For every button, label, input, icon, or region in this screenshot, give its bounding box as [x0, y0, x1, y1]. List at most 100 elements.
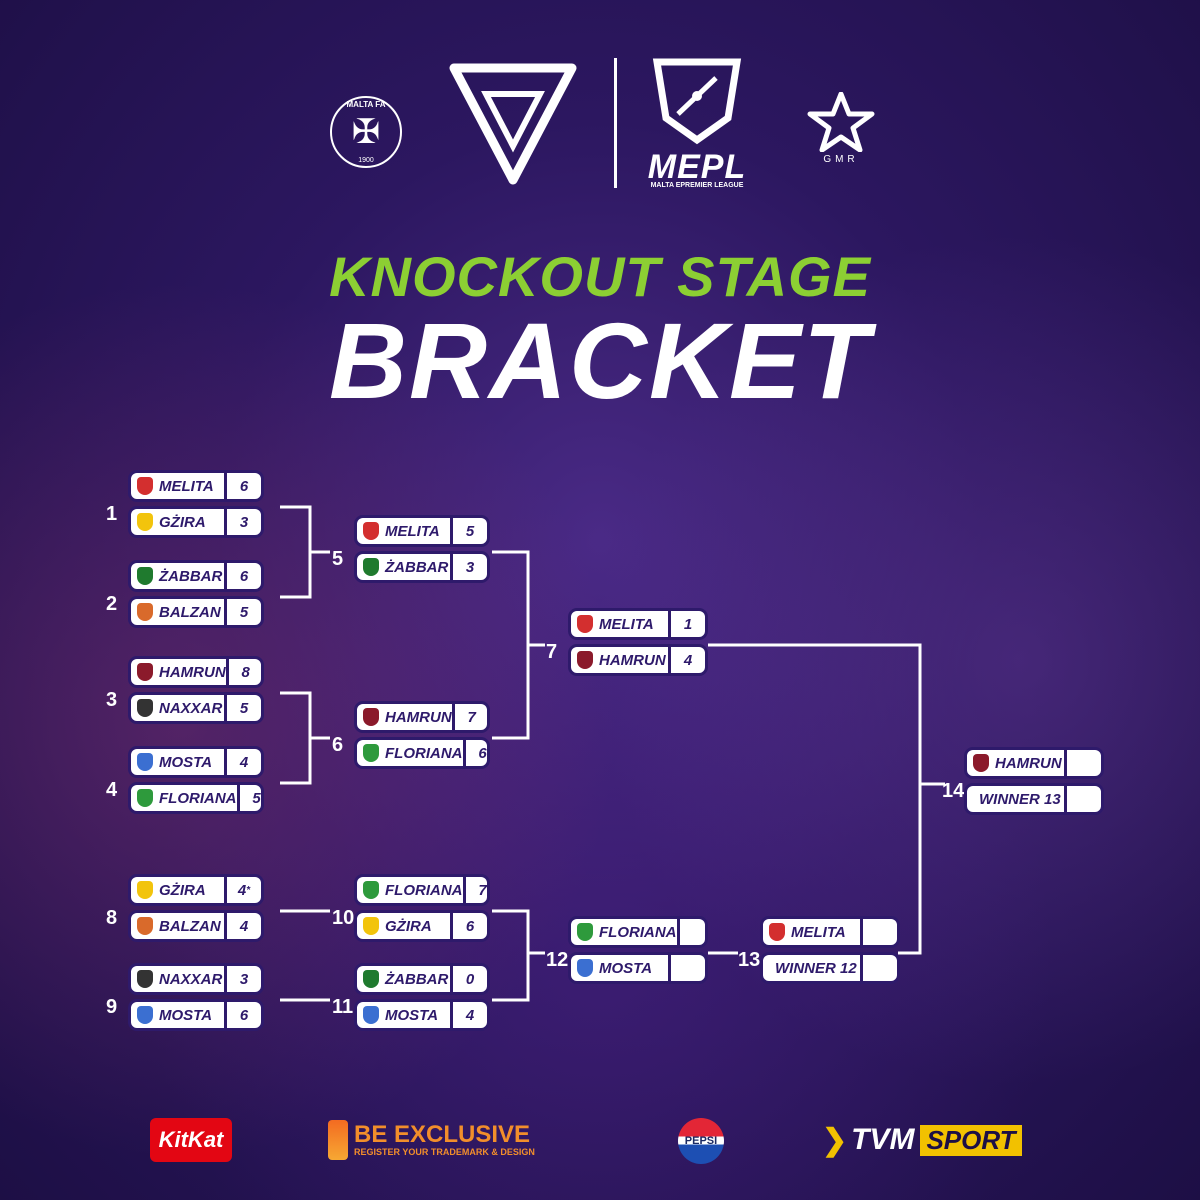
team-name: WINNER 13 — [979, 790, 1061, 808]
team-score: 6 — [462, 740, 500, 766]
team-crest-icon — [137, 753, 153, 771]
team-name: MELITA — [385, 522, 440, 540]
team-row: MOSTA — [568, 952, 708, 984]
team-crest-icon — [137, 789, 153, 807]
team-score: 0 — [450, 966, 487, 992]
team-name: NAXXAR — [159, 970, 223, 988]
team-score: 5 — [224, 695, 261, 721]
team-name: MOSTA — [159, 753, 213, 771]
gmr-logo: GMR — [806, 91, 876, 168]
mepl-wordmark: MEPL — [647, 148, 747, 186]
mepl-emblem-icon — [652, 58, 742, 145]
team-name: BALZAN — [159, 603, 221, 621]
team-crest-icon — [363, 744, 379, 762]
score-value: 3 — [465, 558, 475, 576]
match-number: 13 — [738, 949, 761, 971]
team-score: 6 — [450, 913, 487, 939]
team-row: MELITA 6 — [128, 470, 264, 502]
match-number: 5 — [332, 548, 344, 570]
score-value: 4 — [683, 651, 693, 669]
tvm-text: TVM — [851, 1123, 915, 1156]
team-row: HAMRUN — [964, 747, 1104, 779]
team-crest-icon — [137, 917, 153, 935]
connector-line — [708, 643, 922, 955]
title-knockout-stage: KNOCKOUT STAGE — [329, 245, 871, 308]
team-score: 4 — [668, 647, 705, 673]
team-score — [1064, 750, 1101, 776]
team-crest-icon — [137, 970, 153, 988]
team-score: 4 — [224, 749, 261, 775]
score-value: 6 — [239, 1006, 249, 1024]
maltese-cross-icon: ✠ — [351, 113, 381, 151]
connector-line — [492, 550, 530, 740]
team-crest-icon — [363, 970, 379, 988]
team-crest-icon — [363, 881, 379, 899]
team-score: 6 — [224, 563, 261, 589]
team-score: 1 — [668, 611, 705, 637]
team-score: 5 — [224, 599, 261, 625]
score-value: 5 — [239, 699, 249, 717]
team-score — [1064, 786, 1101, 812]
team-score: 4 — [450, 1002, 487, 1028]
score-value: 6 — [465, 917, 475, 935]
team-crest-icon — [577, 959, 593, 977]
score-value: 6 — [239, 477, 249, 495]
team-name: HAMRUN — [995, 754, 1062, 772]
score-value: 6 — [239, 567, 249, 585]
team-row: WINNER 12 — [760, 952, 900, 984]
team-score: 4 — [224, 913, 261, 939]
team-crest-icon — [577, 615, 593, 633]
team-crest-icon — [137, 699, 153, 717]
score-value: 4 — [239, 917, 249, 935]
match-number: 6 — [332, 734, 344, 756]
team-score: 6 — [224, 1002, 261, 1028]
team-name: MELITA — [791, 923, 846, 941]
team-name: ŻABBAR — [385, 970, 449, 988]
malta-fa-year: 1900 — [358, 157, 374, 164]
score-value: 4 — [465, 1006, 475, 1024]
team-score: 3 — [450, 554, 487, 580]
team-name: MOSTA — [599, 959, 653, 977]
team-score: 6 — [224, 473, 261, 499]
team-name: MELITA — [159, 477, 214, 495]
score-value: 8 — [241, 663, 250, 681]
team-crest-icon — [137, 663, 153, 681]
team-score: 7 — [462, 877, 500, 903]
team-crest-icon — [137, 567, 153, 585]
be-exclusive-tagline: REGISTER YOUR TRADEMARK & DESIGN — [354, 1147, 535, 1157]
team-name: WINNER 12 — [775, 959, 857, 977]
team-crest-icon — [577, 923, 593, 941]
kitkat-logo: KitKat — [150, 1118, 232, 1162]
score-value: 7 — [467, 708, 476, 726]
team-name: FLORIANA — [599, 923, 677, 941]
score-value: 3 — [239, 513, 249, 531]
team-crest-icon — [137, 477, 153, 495]
team-score: 3 — [224, 966, 261, 992]
team-score — [676, 919, 714, 945]
team-crest-icon — [363, 1006, 379, 1024]
score-value: 7 — [478, 881, 487, 899]
team-name: HAMRUN — [159, 663, 226, 681]
tvm-sport-text: SPORT — [920, 1124, 1022, 1156]
match-number: 4 — [106, 779, 118, 801]
